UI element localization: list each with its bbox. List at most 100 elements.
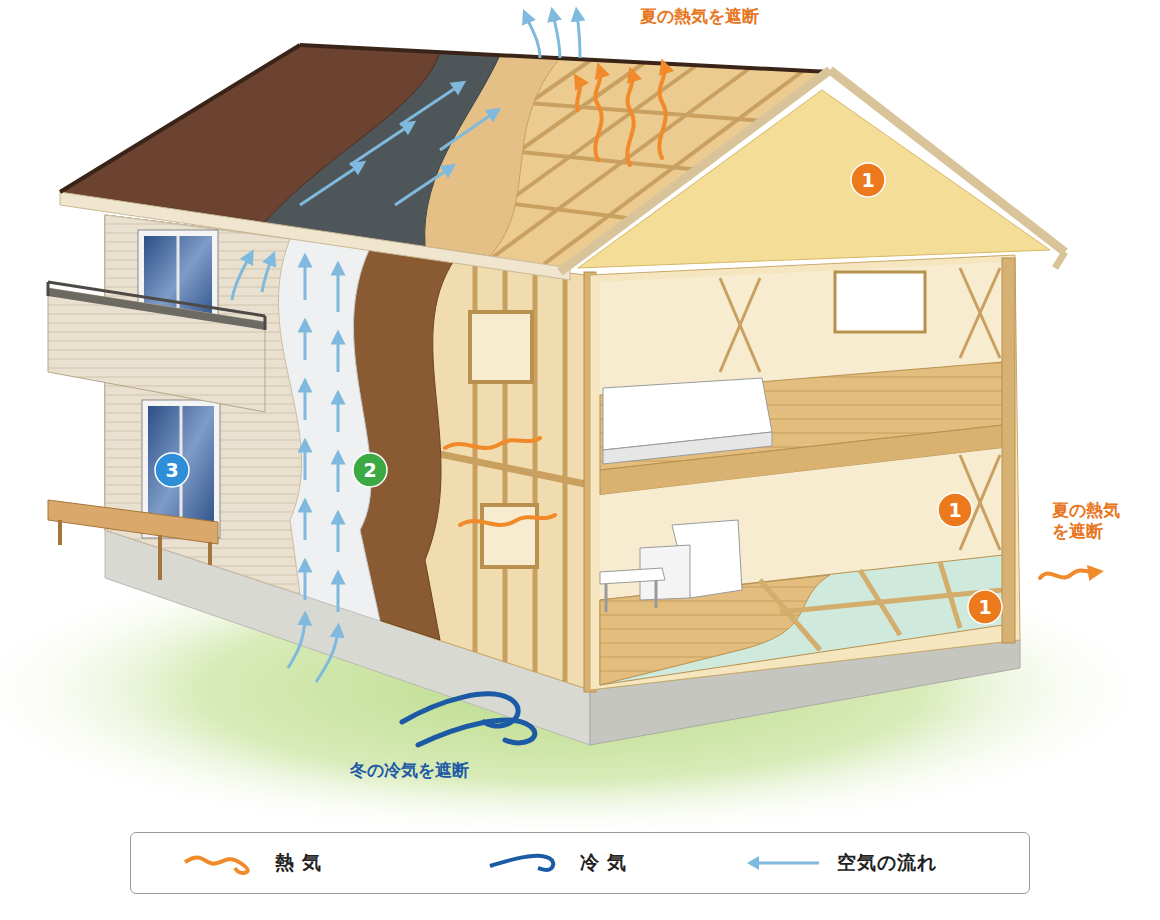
wall-framing: [430, 452, 590, 485]
callout-number: 1: [851, 163, 885, 197]
roof: [60, 192, 570, 280]
wall-framing: [482, 505, 537, 567]
legend-text: 冷気: [580, 850, 634, 876]
cold-air: [418, 720, 535, 745]
balcony: [264, 316, 267, 330]
heat-wave: [595, 70, 601, 160]
air-flow-arrow: [577, 14, 580, 58]
legend-entry: 空気の流れ: [743, 833, 937, 892]
roof: [60, 45, 560, 256]
wall-framing: [105, 215, 590, 690]
wall-framing: [105, 215, 596, 692]
breathable-sheet: [105, 215, 380, 621]
air-flow-arrow: [262, 258, 272, 292]
balcony: [48, 288, 265, 412]
air-flow-arrow: [337, 457, 340, 492]
air-flow-arrow: [316, 630, 338, 682]
heat-wave: [460, 515, 555, 525]
interior: [590, 255, 1020, 690]
interior: [720, 278, 760, 372]
heat-wave: [577, 80, 580, 110]
air-flow-arrow: [526, 16, 540, 58]
breathable-sheet: [105, 215, 380, 621]
callout-number: 3: [155, 453, 189, 487]
callout-number-text: 3: [165, 461, 178, 480]
interior: [720, 278, 760, 372]
wood-deck: [48, 500, 218, 580]
annotation-label: 夏の熱気 を遮断: [1052, 500, 1130, 543]
balcony: [47, 282, 50, 296]
air-flow-arrow: [553, 14, 560, 58]
heat-sample: [185, 857, 248, 872]
callout-circle: [155, 453, 189, 487]
air-flow-arrow: [440, 112, 495, 150]
legend-entry: 熱気: [181, 833, 329, 892]
roof: [1055, 252, 1065, 268]
roof: [60, 45, 500, 247]
air-flow-arrow: [304, 260, 307, 300]
interior: [655, 580, 658, 608]
roof: [60, 45, 300, 192]
roof: [60, 45, 440, 222]
wall-board: [105, 215, 455, 640]
air-flow-arrow: [232, 256, 250, 300]
interior: [960, 268, 1000, 358]
air-flow-arrow: [337, 268, 340, 312]
air-flow-arrow: [337, 337, 340, 372]
wall-framing: [470, 312, 532, 382]
roof: [830, 70, 1065, 252]
legend-text: 熱気: [275, 850, 329, 876]
heat-wave: [445, 438, 540, 448]
air-flow-arrow: [232, 14, 580, 682]
callout-number-text: 1: [861, 171, 874, 190]
air-flow-arrow: [304, 385, 307, 420]
air-flow-arrow: [337, 577, 340, 612]
interior: [600, 555, 1003, 685]
legend-sample: [743, 846, 823, 880]
air-sample: [755, 861, 819, 864]
legend-sample: [181, 846, 261, 880]
interior: [590, 255, 1020, 690]
wood-deck: [208, 542, 212, 565]
wall-board: [105, 215, 455, 640]
callout-circle: [851, 163, 885, 197]
wood-deck: [48, 500, 218, 544]
callout-circle: [968, 590, 1002, 624]
air-flow-arrow: [395, 168, 450, 205]
callout-number-text: 1: [978, 598, 991, 617]
cold-sample: [490, 855, 553, 869]
interior: [760, 580, 820, 650]
roof: [300, 45, 830, 72]
heat-wave: [445, 66, 1096, 578]
heat-wave: [1040, 571, 1096, 578]
air-flow-arrow: [350, 125, 410, 165]
legend-text: 空気の流れ: [837, 850, 937, 876]
callout-number-text: 1: [948, 501, 961, 520]
air-flow-arrow: [304, 505, 307, 540]
callout-circle: [938, 493, 972, 527]
interior: [1002, 258, 1015, 643]
wood-deck: [158, 535, 162, 580]
heat-wave: [659, 66, 665, 158]
heat-wave: [627, 74, 633, 165]
air-flow-arrow: [288, 618, 305, 668]
legend-sample: [486, 846, 566, 880]
callout-number: 1: [938, 493, 972, 527]
air-flow-arrow: [300, 165, 360, 205]
air-flow-arrow: [304, 565, 307, 600]
air-flow-arrow: [337, 517, 340, 552]
roof: [60, 45, 1065, 280]
interior: [960, 268, 1000, 358]
cold-air: [402, 694, 535, 745]
interior: [605, 584, 608, 612]
annotation-label: 冬の冷気を遮断: [350, 760, 469, 781]
balcony: [48, 282, 265, 412]
annotation-label: 夏の熱気を遮断: [640, 6, 759, 27]
legend-entry: 冷気: [486, 833, 634, 892]
air-flow-arrow: [400, 85, 460, 125]
callout-number: 2: [353, 453, 387, 487]
wood-deck: [58, 520, 62, 545]
air-flow-arrow: [304, 445, 307, 480]
window: [148, 406, 214, 532]
roof: [560, 70, 830, 272]
